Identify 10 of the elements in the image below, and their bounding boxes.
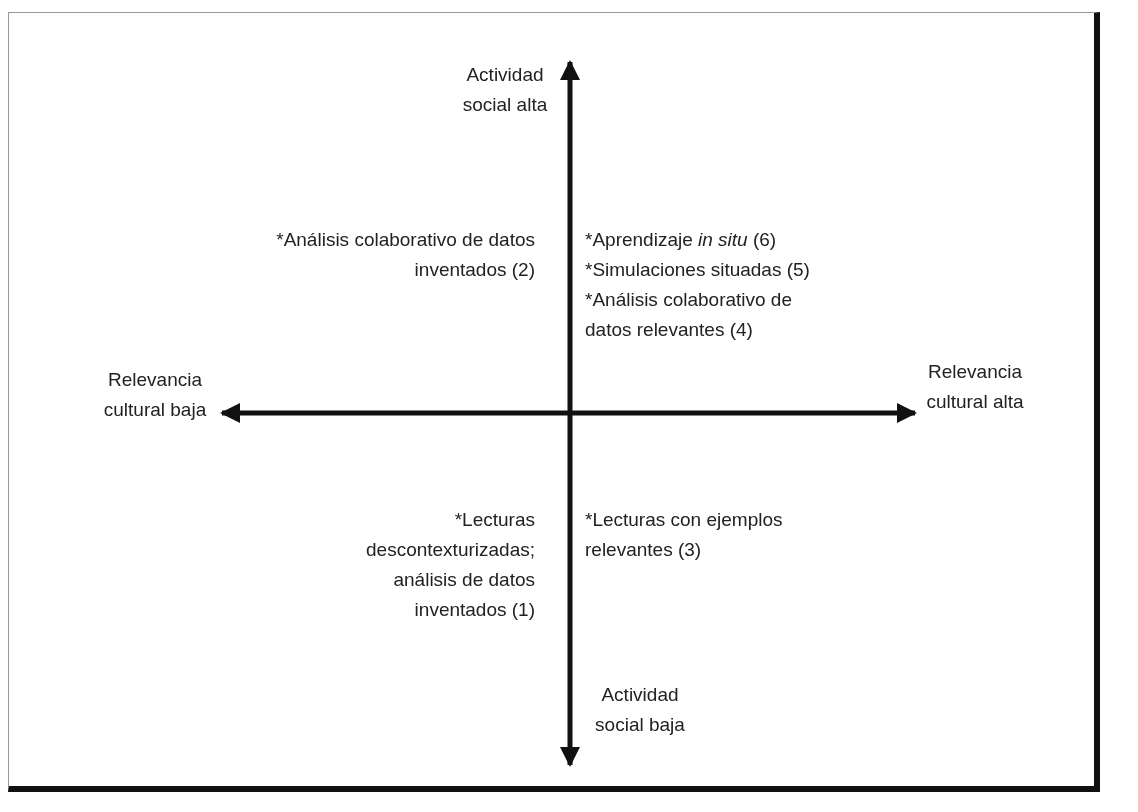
axis-label: Relevancia cultural alta <box>925 360 1025 414</box>
quadrant-item: *Aprendizaje in situ (6) <box>585 228 778 252</box>
quadrant-item: *Lecturas descontexturizadas; análisis de datos inventados (1) <box>365 508 535 622</box>
quadrant-item: *Análisis colaborativo de datos inventados (2) <box>275 228 535 282</box>
axis-label: Actividad social baja <box>594 683 686 737</box>
axis-label: Relevancia cultural baja <box>102 368 208 422</box>
quadrant-item: *Simulaciones situadas (5) <box>585 258 811 282</box>
quadrant-item: *Análisis colaborativo de datos relevantes (4) <box>585 288 793 342</box>
quadrant-item: *Lecturas con ejemplos relevantes (3) <box>585 508 784 562</box>
axis-label: Actividad social alta <box>461 63 549 117</box>
